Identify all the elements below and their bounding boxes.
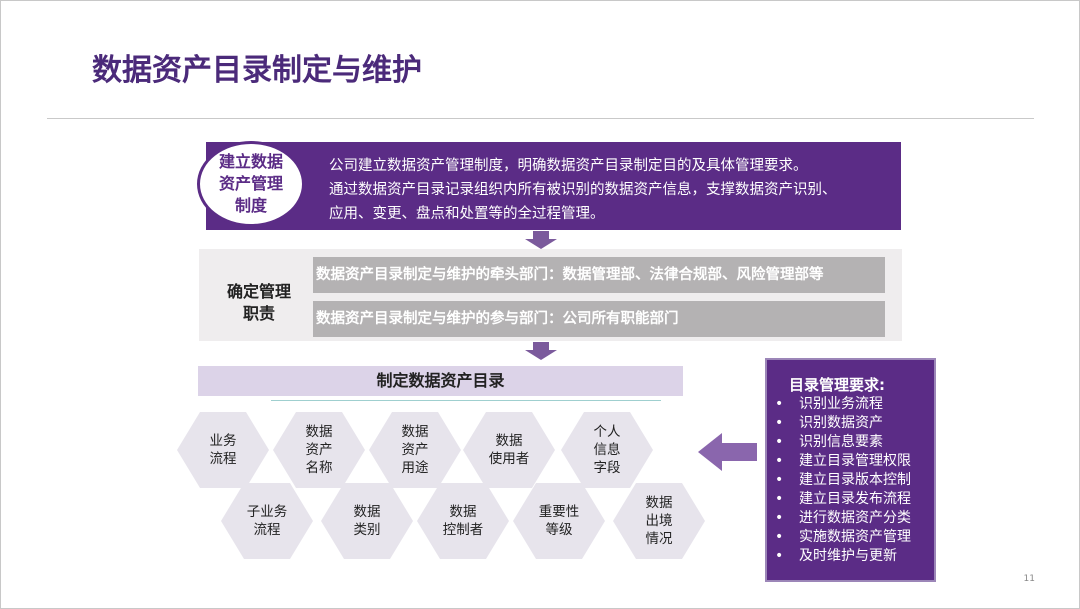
label-line: 制度: [234, 196, 267, 215]
bullet-icon: •: [775, 510, 784, 526]
list-item: •及时维护与更新: [775, 548, 897, 564]
hex-data-user: 数据使用者: [463, 412, 555, 488]
label-line: 资产管理: [218, 174, 283, 193]
bullet-icon: •: [775, 529, 784, 545]
bullet-icon: •: [775, 472, 784, 488]
requirements-list: •识别业务流程 •识别数据资产 •识别信息要素 •建立目录管理权限 •建立目录版…: [775, 395, 911, 566]
label-line: 确定管理: [226, 282, 291, 301]
policy-box: [206, 142, 901, 230]
hex-asset-purpose: 数据资产用途: [369, 412, 461, 488]
list-item: •建立目录管理权限: [775, 453, 911, 469]
page-number: 11: [1023, 574, 1035, 584]
catalog-underline: [271, 400, 661, 401]
policy-line: 应用、变更、盘点和处置等的全过程管理。: [329, 206, 605, 222]
policy-line: 通过数据资产目录记录组织内所有被识别的数据资产信息，支撑数据资产识别、: [329, 182, 837, 198]
list-item: •识别业务流程: [775, 396, 883, 412]
list-item: •进行数据资产分类: [775, 510, 911, 526]
hex-personal-info-field: 个人信息字段: [561, 412, 653, 488]
hex-business-process: 业务流程: [177, 412, 269, 488]
hex-sub-business-process: 子业务流程: [221, 483, 313, 559]
list-item: •识别信息要素: [775, 434, 883, 450]
bullet-icon: •: [775, 434, 784, 450]
label-line: 建立数据: [218, 152, 283, 171]
participating-department-bar: 数据资产目录制定与维护的参与部门：公司所有职能部门: [313, 301, 885, 337]
label-line: 职责: [242, 304, 275, 323]
policy-line: 公司建立数据资产管理制度，明确数据资产目录制定目的及具体管理要求。: [329, 158, 808, 174]
step-establish-policy-label: 建立数据 资产管理 制度: [197, 141, 305, 227]
policy-description: 公司建立数据资产管理制度，明确数据资产目录制定目的及具体管理要求。 通过数据资产…: [329, 154, 889, 226]
hex-data-controller: 数据控制者: [417, 483, 509, 559]
title-divider: [47, 118, 1034, 119]
bullet-icon: •: [775, 415, 784, 431]
bullet-icon: •: [775, 396, 784, 412]
hex-asset-name: 数据资产名称: [273, 412, 365, 488]
lead-department-bar: 数据资产目录制定与维护的牵头部门：数据管理部、法律合规部、风险管理部等: [313, 257, 885, 293]
bullet-icon: •: [775, 491, 784, 507]
hex-cross-border-status: 数据出境情况: [613, 483, 705, 559]
requirements-box: 目录管理要求: •识别业务流程 •识别数据资产 •识别信息要素 •建立目录管理权…: [765, 358, 936, 582]
catalog-heading: 制定数据资产目录: [198, 366, 683, 396]
list-item: •实施数据资产管理: [775, 529, 911, 545]
list-item: •建立目录版本控制: [775, 472, 911, 488]
hex-importance-level: 重要性等级: [513, 483, 605, 559]
hex-data-category: 数据类别: [321, 483, 413, 559]
list-item: •建立目录发布流程: [775, 491, 911, 507]
requirements-title: 目录管理要求:: [789, 376, 885, 394]
page-title: 数据资产目录制定与维护: [92, 53, 422, 88]
list-item: •识别数据资产: [775, 415, 883, 431]
bullet-icon: •: [775, 453, 784, 469]
step-responsibility-label: 确定管理 职责: [211, 281, 307, 325]
bullet-icon: •: [775, 548, 784, 564]
